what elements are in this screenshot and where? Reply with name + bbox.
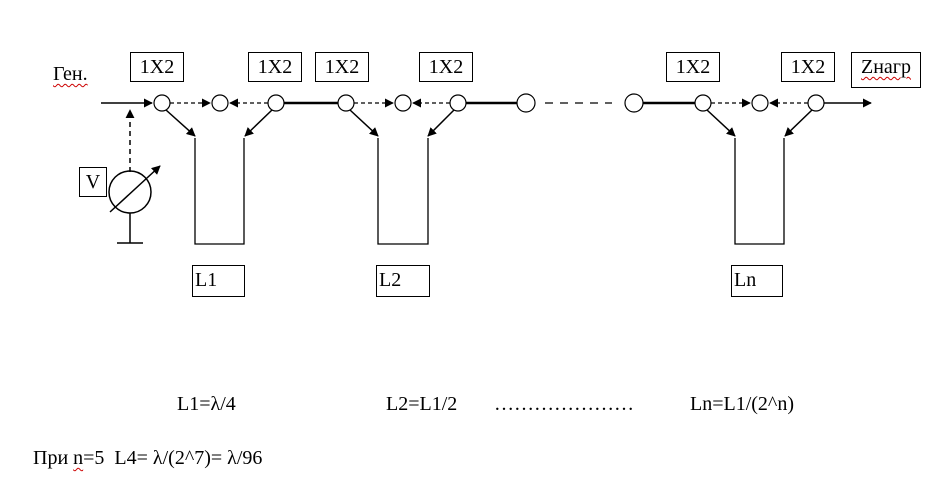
split-arrow-na <box>706 109 736 137</box>
formula-l2: L2=L1/2 <box>386 393 458 415</box>
generator-label: Ген. <box>53 63 88 85</box>
node-nc <box>807 94 825 112</box>
splitter-label-4: 1X2 <box>419 52 473 82</box>
splitter-label-3: 1X2 <box>315 52 369 82</box>
voltmeter-needle <box>109 165 161 213</box>
example-rest: =5 L4= λ/(2^7)= λ/96 <box>83 447 263 469</box>
line-loop-2 <box>377 138 429 245</box>
line-label-1: L1 <box>192 265 245 297</box>
node-2a <box>337 94 355 112</box>
splitter-label-6: 1X2 <box>781 52 835 82</box>
line-loop-1 <box>194 138 245 245</box>
node-nb <box>751 94 769 112</box>
splitter-label-1: 1X2 <box>130 52 184 82</box>
line-label-2: L2 <box>376 265 430 297</box>
formula-ln: Ln=L1/(2^n) <box>690 393 794 415</box>
voltmeter-label: V <box>79 167 107 197</box>
split-arrow-2b <box>427 109 455 137</box>
node-1a <box>153 94 171 112</box>
split-arrow-1a <box>165 109 196 137</box>
node-1b <box>211 94 229 112</box>
split-arrow-1b <box>244 109 273 137</box>
line-loop-n <box>734 138 785 245</box>
node-na <box>694 94 712 112</box>
node-2c <box>449 94 467 112</box>
example-formula: При n=5 L4= λ/(2^7)= λ/96 <box>33 446 262 470</box>
split-arrow-nb <box>784 109 813 137</box>
example-n: n <box>73 447 84 469</box>
node-gap-left <box>516 93 536 113</box>
node-1c <box>267 94 285 112</box>
formula-l1: L1=λ/4 <box>177 393 236 415</box>
splitter-label-2: 1X2 <box>248 52 302 82</box>
split-arrow-2a <box>349 109 379 137</box>
formula-dots: ………………… <box>494 393 634 415</box>
node-gap-right <box>624 93 644 113</box>
splitter-label-5: 1X2 <box>666 52 720 82</box>
load-label: Zнагр <box>851 52 921 88</box>
example-prefix: При <box>33 447 69 469</box>
node-2b <box>394 94 412 112</box>
line-label-n: Ln <box>731 265 783 297</box>
